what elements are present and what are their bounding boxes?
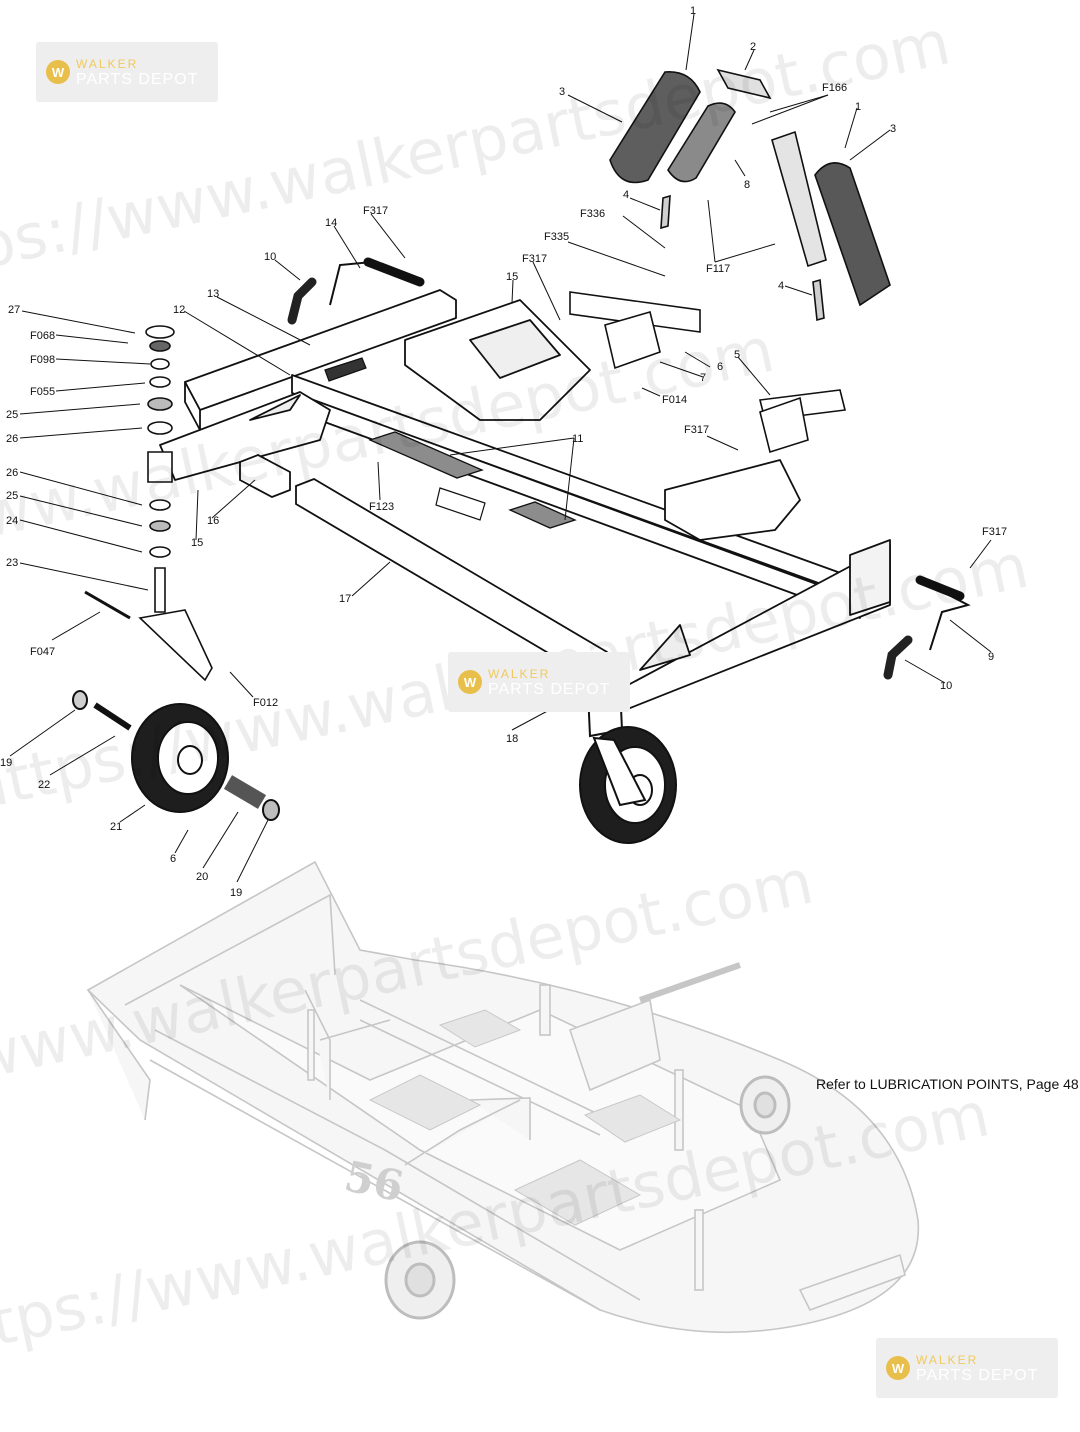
callout-f317-mid: F317 [522, 253, 547, 265]
callout-labels: 1 2 F166 3 1 3 8 4 F336 F317 14 F335 10 … [0, 5, 1007, 899]
callout-f068: F068 [30, 330, 55, 342]
callout-3: 3 [559, 86, 565, 98]
callout-4b: 4 [778, 280, 784, 292]
walker-logo-icon: W [46, 60, 70, 84]
callout-6: 6 [717, 361, 723, 373]
logo-line-2: PARTS DEPOT [488, 681, 611, 698]
callout-19: 19 [0, 757, 12, 769]
callout-10b: 10 [940, 680, 952, 692]
logo-line-1: WALKER [488, 667, 551, 681]
ghost-mower-deck [86, 860, 920, 1334]
watermark-logo: W WALKER PARTS DEPOT [36, 42, 218, 102]
callout-11: 11 [572, 433, 583, 445]
callout-24: 24 [6, 515, 18, 527]
callout-1b: 1 [855, 101, 861, 113]
callout-17: 17 [339, 593, 351, 605]
callout-3b: 3 [890, 123, 896, 135]
callout-13: 13 [207, 288, 219, 300]
callout-25b: 25 [6, 490, 18, 502]
deck-frame [159, 289, 891, 713]
decals [324, 357, 486, 521]
callout-10: 10 [264, 251, 276, 263]
callout-12: 12 [173, 304, 185, 316]
ghost-tread-pads [368, 1009, 682, 1226]
front-caster-wheel [579, 684, 677, 844]
logo-line-1: WALKER [916, 1353, 979, 1367]
callout-18: 18 [506, 733, 518, 745]
callout-f123: F123 [369, 501, 394, 513]
callout-19b: 19 [230, 887, 242, 899]
walker-logo-icon: W [458, 670, 482, 694]
callout-f317-right: F317 [684, 424, 709, 436]
callout-15b: 15 [191, 537, 203, 549]
callout-1: 1 [690, 5, 696, 17]
handles-and-hoses [287, 257, 971, 680]
left-wheel [72, 590, 280, 821]
callout-23: 23 [6, 557, 18, 569]
callout-f117: F117 [706, 263, 730, 275]
logo-line-2: PARTS DEPOT [76, 71, 199, 88]
callout-f014: F014 [662, 394, 687, 406]
callout-f098: F098 [30, 354, 55, 366]
callout-8: 8 [744, 179, 750, 191]
callout-14: 14 [325, 217, 337, 229]
callout-6b: 6 [170, 853, 176, 865]
callout-16: 16 [207, 515, 219, 527]
logo-line-2: PARTS DEPOT [916, 1367, 1039, 1384]
callout-2: 2 [750, 41, 756, 53]
ghost-deck-wheels [384, 1075, 791, 1320]
step-pads [368, 431, 577, 529]
spring-assembly [609, 68, 891, 322]
leader-lines [9, 13, 992, 883]
callout-5: 5 [734, 349, 740, 361]
callout-f012: F012 [253, 697, 278, 709]
callout-21: 21 [110, 821, 122, 833]
watermark-logo: W WALKER PARTS DEPOT [448, 652, 630, 712]
callout-15: 15 [506, 271, 518, 283]
callout-f317-top: F317 [363, 205, 388, 217]
callout-26b: 26 [6, 467, 18, 479]
callout-f336: F336 [580, 208, 605, 220]
callout-22: 22 [38, 779, 50, 791]
deck-size-number: 56 [340, 1151, 407, 1211]
pivot-arms [569, 291, 846, 454]
callout-27: 27 [8, 304, 20, 316]
watermark-logo: W WALKER PARTS DEPOT [876, 1338, 1058, 1398]
callout-f047: F047 [30, 646, 55, 658]
callout-f317-far: F317 [982, 526, 1007, 538]
callout-20: 20 [196, 871, 208, 883]
callout-25: 25 [6, 409, 18, 421]
watermark-url: https://www.walkerpartsdepot.com [0, 313, 780, 609]
logo-line-1: WALKER [76, 57, 139, 71]
callout-f055: F055 [30, 386, 55, 398]
callout-f166: F166 [822, 82, 847, 94]
callout-4: 4 [623, 189, 629, 201]
walker-logo-icon: W [886, 1356, 910, 1380]
callout-9: 9 [988, 651, 994, 663]
lubrication-reference-note: Refer to LUBRICATION POINTS, Page 48. [816, 1076, 1080, 1092]
callout-7: 7 [700, 372, 706, 384]
callout-26: 26 [6, 433, 18, 445]
callout-f335: F335 [544, 231, 569, 243]
caster-stack [138, 325, 213, 682]
